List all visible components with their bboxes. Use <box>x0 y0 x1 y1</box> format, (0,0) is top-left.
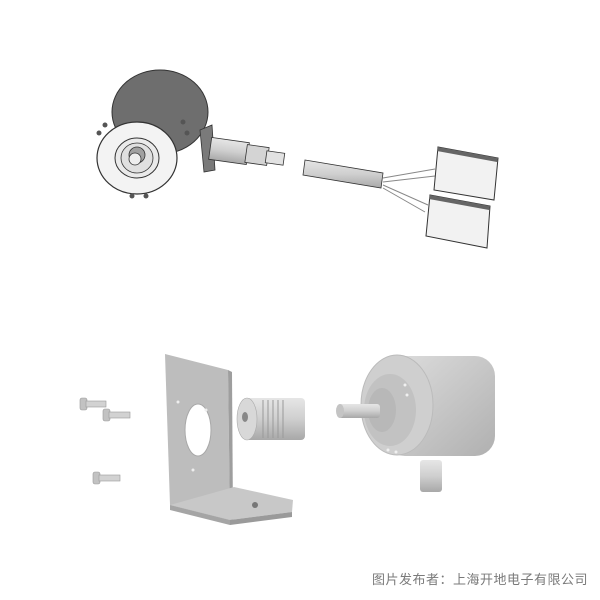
cable <box>302 159 436 213</box>
screw-1 <box>79 397 107 411</box>
cable-connector <box>199 124 286 173</box>
publisher-caption: 图片发布者：上海开地电子有限公司 <box>371 573 588 588</box>
terminal-block-2 <box>425 194 491 249</box>
screw-3 <box>92 471 121 485</box>
hollow-shaft-encoder <box>96 69 209 199</box>
shaft-coupling <box>236 397 305 441</box>
mounting-bracket <box>165 354 293 525</box>
screw-2 <box>102 408 131 422</box>
solid-shaft-encoder <box>336 354 495 492</box>
terminal-block-1 <box>433 146 499 201</box>
